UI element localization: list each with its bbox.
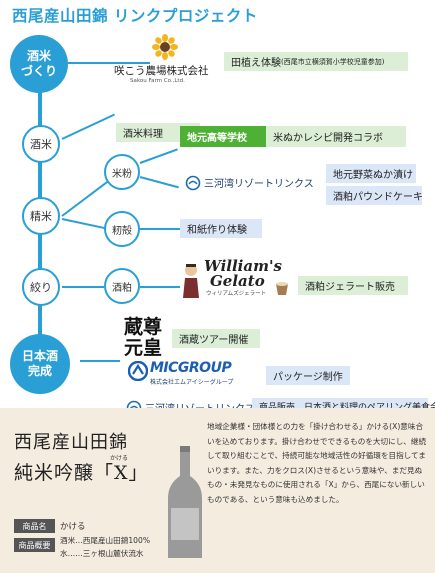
- product-section: [0, 408, 435, 573]
- stage-polishing: 精米: [22, 197, 60, 235]
- brewery-logo-line1: 蔵尊: [124, 316, 163, 338]
- item-sake-cooking-label: 酒米料理: [123, 129, 163, 140]
- subnode-rice-flour-label: 米粉: [112, 168, 132, 180]
- item-high-school: 地元高等学校: [180, 126, 266, 147]
- item-lees-gelato: 酒粕ジェラート販売: [298, 276, 408, 295]
- mikawa-logo-top-text: 三河湾リゾートリンクス: [204, 179, 314, 190]
- product-value-name: かける: [60, 522, 86, 532]
- page-title: 西尾産山田錦 リンクプロジェクト: [12, 7, 258, 25]
- product-label-name: 商品名: [14, 519, 55, 533]
- mic-group-logo: MICGROUP 株式会社エムアイシーグループ: [128, 360, 256, 386]
- stage-pressing-label: 絞り: [30, 281, 52, 294]
- item-vegetable-pickles-label: 地元野菜ぬか漬け: [333, 170, 413, 181]
- product-label-overview: 商品概要: [14, 538, 55, 552]
- product-overview-line2: 水……三ヶ根山麓伏流水: [60, 549, 144, 558]
- stage-polishing-label: 精米: [30, 210, 52, 223]
- item-washi-experience: 和紙作り体験: [180, 219, 262, 238]
- connector-sake-rice-branch: [68, 62, 150, 64]
- connector-flour-branch: [139, 148, 178, 164]
- item-rice-planting: 田植え体験 (西尾市立横須賀小学校児童参加): [224, 52, 408, 71]
- connector-sake-branch: [61, 113, 115, 140]
- item-nukazuke-recipe: 米ぬかレシピ開発コラボ: [266, 126, 406, 147]
- item-lees-pound-cake-label: 酒粕パウンドケーキ: [333, 192, 423, 203]
- subnode-rice-flour: 米粉: [104, 154, 140, 190]
- sake-bottle-icon: [168, 446, 202, 558]
- stage-pressing: 絞り: [22, 268, 60, 306]
- farm-logo-name: 咲こう農場株式会社: [114, 65, 209, 77]
- product-overview-line1: 酒米…西尾産山田錦100%: [60, 536, 151, 545]
- gelato-tub-icon: [276, 282, 288, 295]
- product-name-line1: 西尾産山田錦: [14, 432, 128, 453]
- item-nukazuke-recipe-label: 米ぬかレシピ開発コラボ: [273, 133, 383, 144]
- gelato-logo-line2: Gelato: [210, 272, 265, 290]
- subnode-lees-label: 酒粕: [112, 282, 132, 294]
- item-package-label: パッケージ制作: [273, 372, 343, 383]
- stage-complete-label: 日本酒 完成: [21, 349, 58, 378]
- connector-polishing-flour: [61, 179, 111, 217]
- item-vegetable-pickles: 地元野菜ぬか漬け: [326, 164, 416, 183]
- item-sake-tour: 酒蔵ツアー開催: [172, 329, 260, 348]
- mic-logo-mark-icon: [128, 361, 148, 381]
- stage-sake-rice: 酒米 づくり: [10, 35, 68, 93]
- item-rice-planting-label: 田植え体験: [231, 58, 281, 69]
- stage-sake-rice-label: 酒米 づくり: [20, 49, 57, 78]
- stage-sake-label: 酒米: [30, 138, 52, 151]
- connector-lees-branch: [140, 286, 180, 288]
- brewery-logo: 蔵尊 元皇: [124, 312, 166, 359]
- product-name-line2: 純米吟醸「X」: [14, 462, 149, 484]
- stage-sake: 酒米: [22, 125, 60, 163]
- item-lees-pound-cake: 酒粕パウンドケーキ: [326, 186, 423, 205]
- farm-logo-sub: Sakou Farm Co.,Ltd.: [130, 78, 185, 84]
- gelato-character-icon: [183, 264, 199, 298]
- item-lees-gelato-label: 酒粕ジェラート販売: [305, 282, 395, 293]
- gelato-logo-line1: William's: [204, 257, 283, 275]
- farm-logo: 咲こう農場株式会社 Sakou Farm Co.,Ltd.: [114, 34, 220, 90]
- item-package: パッケージ制作: [266, 366, 350, 385]
- stage-complete: 日本酒 完成: [10, 334, 70, 394]
- connector-pressing-lees: [62, 286, 104, 288]
- connector-husk-branch: [140, 228, 180, 230]
- item-sake-tour-label: 酒蔵ツアー開催: [179, 335, 249, 346]
- gelato-logo-sub: ウィリアムズジェラート: [206, 291, 267, 297]
- connector-flour-branch-2: [139, 176, 179, 189]
- item-sake-cooking: 酒米料理: [116, 123, 200, 142]
- mikawa-logo-mark-icon: [185, 175, 201, 191]
- subnode-husk: 籾殻: [104, 211, 140, 247]
- subnode-husk-label: 籾殻: [112, 225, 132, 237]
- item-rice-planting-note: (西尾市立横須賀小学校児童参加): [281, 57, 385, 66]
- connector-complete-branch: [80, 360, 120, 362]
- item-washi-experience-label: 和紙作り体験: [187, 225, 247, 236]
- product-name-ruby: かける: [110, 455, 129, 462]
- subnode-lees: 酒粕: [104, 268, 140, 304]
- sunflower-icon: [152, 34, 178, 60]
- mic-logo-sub: 株式会社エムアイシーグループ: [150, 379, 234, 386]
- mic-logo-name: MICGROUP: [150, 360, 232, 376]
- brewery-logo-line2: 元皇: [124, 337, 163, 359]
- mikawa-logo-top: 三河湾リゾートリンクス: [185, 173, 314, 193]
- gelato-logo: William's Gelato ウィリアムズジェラート: [180, 257, 292, 300]
- item-high-school-label: 地元高等学校: [187, 133, 247, 144]
- product-description: 地域企業様・団体様との力を「掛け合わせる」かける(X)意味合いを込めております。…: [207, 422, 427, 504]
